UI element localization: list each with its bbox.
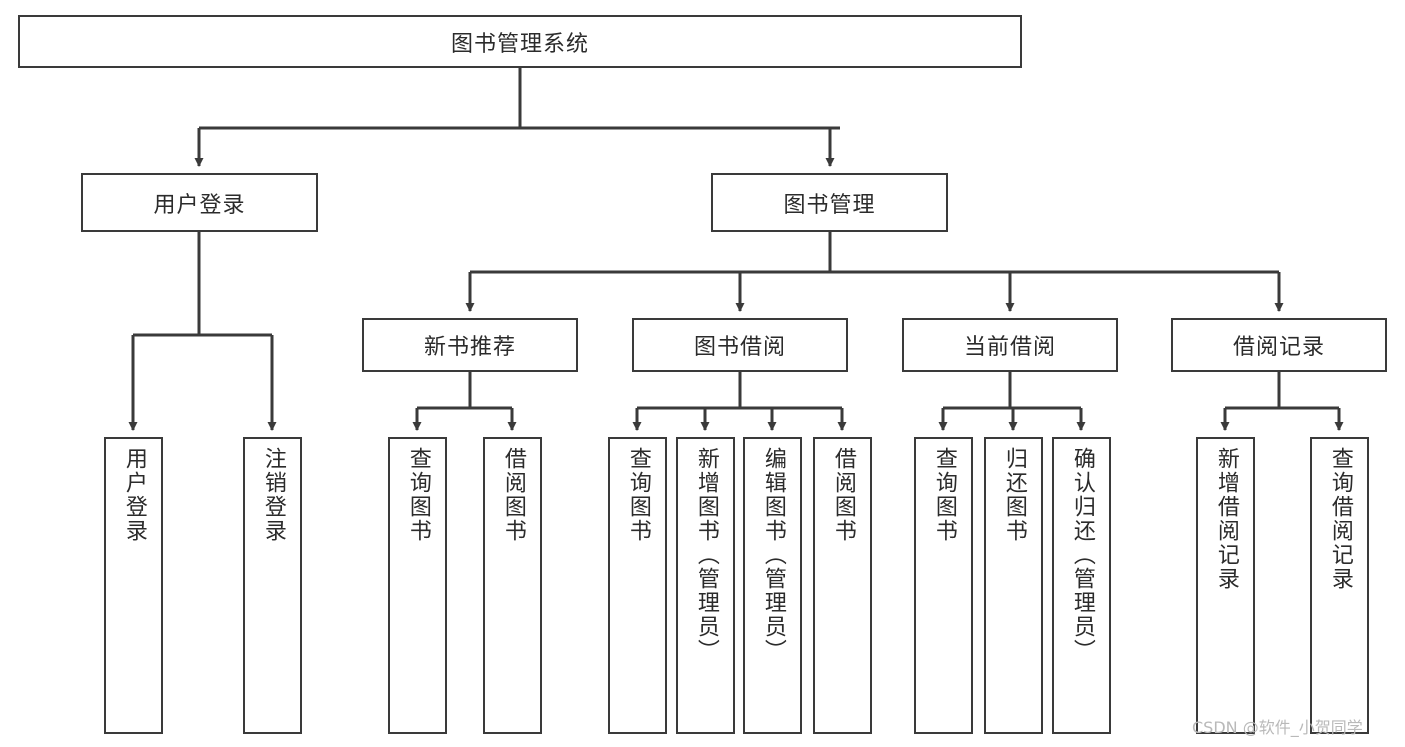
node-root[interactable]: 图书管理系统 [18,15,1022,68]
leaf-add-borrow-record[interactable]: 新增借阅记录 [1196,437,1255,734]
node-user-login[interactable]: 用户登录 [81,173,318,232]
node-label: 新增图书（管理员） [693,447,719,663]
leaf-edit-book-admin[interactable]: 编辑图书（管理员） [743,437,802,734]
node-label: 查询借阅记录 [1327,447,1353,591]
node-book-management[interactable]: 图书管理 [711,173,948,232]
node-label: 借阅图书 [500,447,526,543]
node-label: 确认归还（管理员） [1069,447,1095,663]
leaf-return-book[interactable]: 归还图书 [984,437,1043,734]
node-label: 借阅图书 [830,447,856,543]
node-label: 编辑图书（管理员） [760,447,786,663]
node-label: 图书管理系统 [450,31,589,57]
node-label: 图书管理 [783,192,876,218]
node-borrow-record[interactable]: 借阅记录 [1171,318,1387,372]
node-label: 当前借阅 [963,335,1056,360]
leaf-query-borrow-record[interactable]: 查询借阅记录 [1310,437,1369,734]
node-new-book-recommend[interactable]: 新书推荐 [362,318,578,372]
node-label: 归还图书 [1001,447,1027,543]
leaf-confirm-return-admin[interactable]: 确认归还（管理员） [1052,437,1111,734]
node-label: 用户登录 [121,447,147,543]
leaf-query-book-current[interactable]: 查询图书 [914,437,973,734]
leaf-query-book-borrow[interactable]: 查询图书 [608,437,667,734]
node-label: 用户登录 [153,192,246,218]
node-book-borrow[interactable]: 图书借阅 [632,318,848,372]
leaf-add-book-admin[interactable]: 新增图书（管理员） [676,437,735,734]
leaf-borrow-book-recommend[interactable]: 借阅图书 [483,437,542,734]
leaf-borrow-book[interactable]: 借阅图书 [813,437,872,734]
node-label: 查询图书 [625,447,651,543]
node-label: 新增借阅记录 [1213,447,1239,591]
leaf-query-book-recommend[interactable]: 查询图书 [388,437,447,734]
node-label: 查询图书 [405,447,431,543]
node-label: 借阅记录 [1232,335,1325,360]
node-label: 新书推荐 [423,335,516,360]
node-label: 注销登录 [260,447,286,543]
leaf-user-login[interactable]: 用户登录 [104,437,163,734]
node-current-borrow[interactable]: 当前借阅 [902,318,1118,372]
leaf-logout[interactable]: 注销登录 [243,437,302,734]
node-label: 图书借阅 [693,335,786,360]
node-label: 查询图书 [931,447,957,543]
